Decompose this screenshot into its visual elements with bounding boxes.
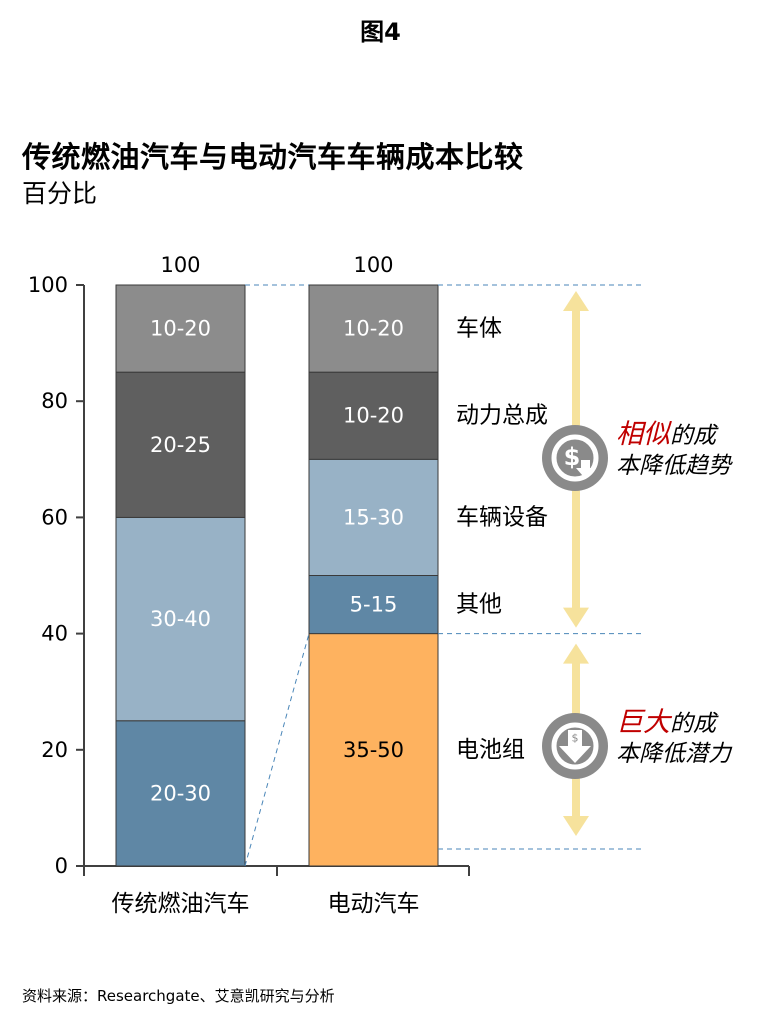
bar-total-1: 100 (353, 253, 393, 277)
figure-label: 图4 (360, 18, 401, 46)
bar-segment-0-2 (115, 516, 246, 722)
segment-legend-3: 其他 (456, 592, 502, 618)
dollar-down-icon-ring-1 (551, 722, 599, 770)
bar-segment-1-1 (308, 575, 439, 635)
bar-segment-1-0 (308, 633, 439, 867)
dollar-down-icon-arrow-stem-0 (581, 460, 590, 469)
callout-huge-highlight: 巨大 (616, 707, 670, 738)
dollar-down-icon-ring-0 (551, 434, 599, 482)
bar-segment-0-4 (115, 284, 246, 373)
y-tick-label-40: 40 (41, 622, 68, 646)
bar-label-1-3: 10-20 (343, 404, 404, 428)
dollar-down-icon-arrow-stem-1 (568, 730, 582, 746)
callout-similar: 相似的成 本降低趋势 (616, 420, 731, 481)
bar-total-0: 100 (160, 253, 200, 277)
dollar-down-icon-arrow-head-1 (559, 746, 591, 763)
y-tick-label-0: 0 (55, 854, 68, 878)
y-tick-label-100: 100 (28, 273, 68, 297)
dollar-down-icon-arrow-head-0 (576, 468, 595, 479)
source-note: 资料来源：Researchgate、艾意凯研究与分析 (22, 987, 335, 1005)
bar-segment-0-1 (115, 720, 246, 867)
bar-label-0-2: 30-40 (150, 607, 211, 631)
double-arrow-head-down-1 (563, 816, 589, 836)
y-tick-label-60: 60 (41, 505, 68, 529)
bar-segment-1-3 (308, 371, 439, 460)
callout-similar-line2: 本降低趋势 (616, 453, 731, 479)
bar-label-0-3: 20-25 (150, 433, 211, 457)
chart-title: 传统燃油汽车与电动汽车车辆成本比较 (22, 140, 524, 174)
bar-label-1-0: 35-50 (343, 738, 404, 762)
bar-segment-0-3 (115, 371, 246, 518)
double-arrow-head-up-0 (563, 291, 589, 311)
callout-similar-rest: 的成 (670, 423, 716, 449)
bar-label-1-1: 5-15 (350, 593, 398, 617)
bar-label-1-2: 15-30 (343, 505, 404, 529)
chart-subtitle: 百分比 (22, 179, 98, 208)
segment-legend-4: 电池组 (456, 737, 525, 763)
double-arrow-head-up-1 (563, 643, 589, 664)
bar-label-0-4: 10-20 (150, 317, 211, 341)
y-tick-label-20: 20 (41, 738, 68, 762)
bar-label-1-4: 10-20 (343, 317, 404, 341)
bar-segment-1-4 (308, 284, 439, 373)
dollar-down-icon-symbol-1: $ (572, 732, 579, 745)
segment-legend-0: 车体 (456, 316, 502, 342)
connector-battery (244, 633, 310, 867)
segment-legend-2: 车辆设备 (456, 504, 548, 530)
segment-legend-1: 动力总成 (456, 403, 548, 429)
callout-huge-line2: 本降低潜力 (616, 741, 731, 767)
y-tick-label-80: 80 (41, 389, 68, 413)
category-label-0: 传统燃油汽车 (112, 891, 250, 917)
callout-huge: 巨大的成 本降低潜力 (616, 708, 731, 769)
category-label-1: 电动汽车 (328, 891, 420, 917)
dollar-down-icon-symbol-0: $ (564, 443, 581, 471)
bar-label-0-1: 20-30 (150, 781, 211, 805)
double-arrow-head-down-0 (563, 607, 589, 628)
callout-similar-highlight: 相似 (616, 419, 670, 450)
bar-segment-1-2 (308, 458, 439, 576)
callout-huge-rest: 的成 (670, 711, 716, 737)
